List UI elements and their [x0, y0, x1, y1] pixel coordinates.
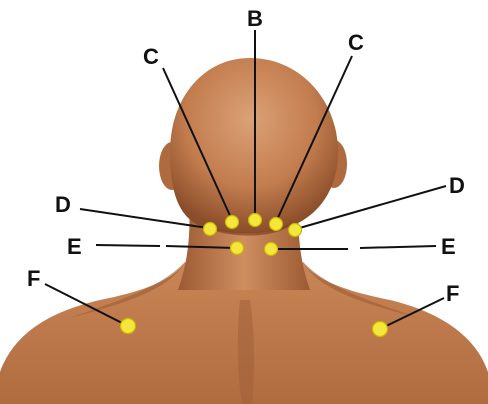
- point-f-right: [373, 322, 388, 337]
- leader-line-e-left-outer: [96, 245, 160, 246]
- label-b: B: [247, 6, 263, 31]
- point-d-right: [289, 224, 302, 237]
- label-f-right: F: [446, 281, 459, 306]
- label-c-left: C: [143, 44, 159, 69]
- spine-shading: [238, 300, 254, 404]
- label-e-left: E: [67, 234, 82, 259]
- point-b: [249, 214, 262, 227]
- point-c-left: [226, 216, 239, 229]
- label-e-right: E: [441, 234, 456, 259]
- label-d-left: D: [55, 192, 71, 217]
- point-c-right: [270, 218, 283, 231]
- figure: [0, 58, 488, 404]
- point-d-left: [204, 223, 217, 236]
- point-e-left: [231, 242, 244, 255]
- point-e-right: [265, 243, 278, 256]
- label-d-right: D: [449, 173, 465, 198]
- label-f-left: F: [27, 266, 40, 291]
- point-f-left: [121, 319, 136, 334]
- label-c-right: C: [348, 30, 364, 55]
- leader-line-e-right-outer: [360, 246, 436, 248]
